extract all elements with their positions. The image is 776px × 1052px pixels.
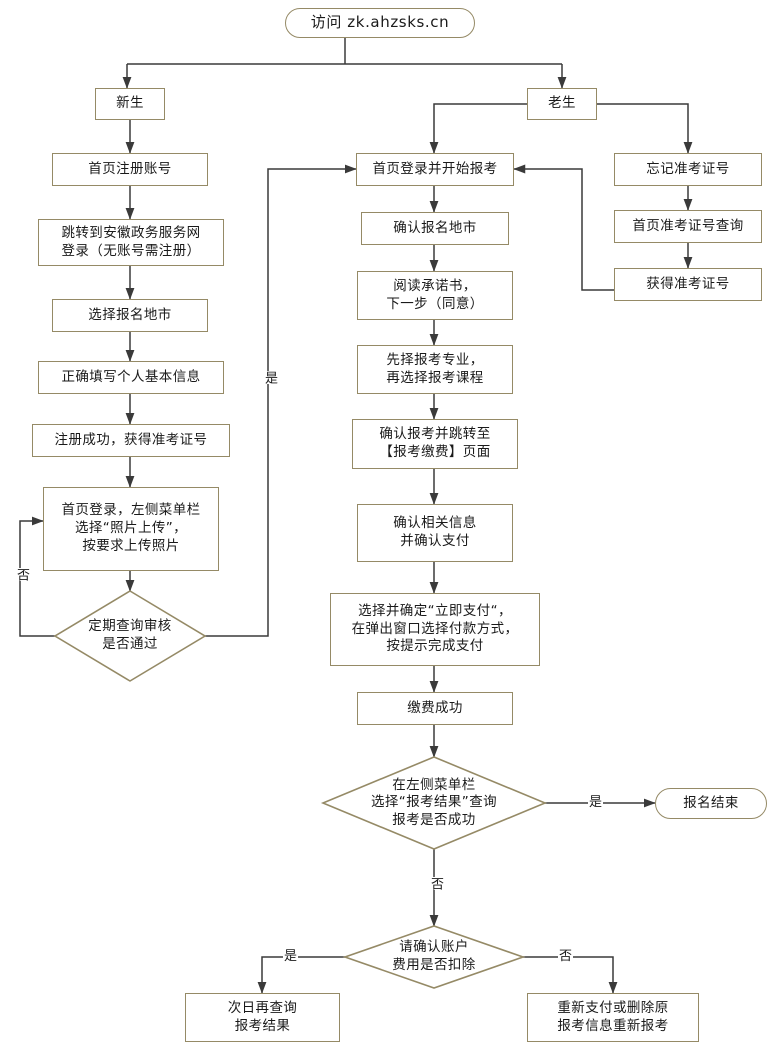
node-register-account[interactable]: 首页注册账号	[52, 153, 208, 186]
node-query-next-day[interactable]: 次日再查询 报考结果	[185, 993, 340, 1042]
node-got-ticket-label: 获得准考证号	[646, 275, 730, 292]
node-register-account-label: 首页注册账号	[88, 160, 172, 177]
node-confirm-city[interactable]: 确认报名地市	[361, 212, 509, 245]
node-immediate-payment[interactable]: 选择并确定“立即支付“， 在弹出窗口选择付款方式， 按提示完成支付	[330, 593, 540, 666]
node-old-student-label: 老生	[548, 95, 576, 112]
node-confirm-city-label: 确认报名地市	[393, 219, 477, 236]
node-forgot-ticket[interactable]: 忘记准考证号	[614, 153, 762, 186]
node-deduct-decision[interactable]: 请确认账户 费用是否扣除	[345, 926, 523, 988]
node-select-major-course-label: 先择报考专业， 再选择报考课程	[386, 351, 484, 386]
edge-label-audit-yes: 是	[262, 371, 277, 384]
edge-label-audit-no: 否	[14, 568, 29, 581]
edge-label-deduct-no: 否	[558, 949, 574, 964]
node-forgot-ticket-label: 忘记准考证号	[646, 160, 730, 177]
node-payment-success-label: 缴费成功	[407, 699, 463, 716]
node-select-city-label: 选择报名地市	[88, 306, 172, 323]
decision-deduct-shape	[342, 925, 526, 989]
node-login-start-apply-label: 首页登录并开始报考	[372, 160, 498, 177]
node-result-decision-label: 在左侧菜单栏 选择“报考结果”查询 报考是否成功	[371, 776, 497, 828]
decision-audit-shape	[53, 590, 207, 682]
node-repay-or-delete-label: 重新支付或删除原 报考信息重新报考	[557, 999, 669, 1034]
node-new-student[interactable]: 新生	[95, 88, 165, 120]
node-upload-photo[interactable]: 首页登录，左侧菜单栏 选择“照片上传”， 按要求上传照片	[43, 487, 219, 571]
node-confirm-info-pay[interactable]: 确认相关信息 并确认支付	[357, 504, 513, 562]
node-read-commitment[interactable]: 阅读承诺书， 下一步（同意）	[357, 271, 513, 320]
node-jump-government-site[interactable]: 跳转到安徽政务服务网 登录（无账号需注册）	[38, 219, 224, 266]
node-confirm-info-pay-label: 确认相关信息 并确认支付	[393, 515, 477, 549]
node-query-next-day-label: 次日再查询 报考结果	[227, 999, 298, 1034]
node-end[interactable]: 报名结束	[655, 788, 767, 819]
node-query-ticket-label: 首页准考证号查询	[632, 217, 744, 234]
node-read-commitment-label: 阅读承诺书， 下一步（同意）	[386, 277, 484, 312]
node-immediate-payment-label: 选择并确定“立即支付“， 在弹出窗口选择付款方式， 按提示完成支付	[351, 602, 519, 655]
node-fill-personal-info[interactable]: 正确填写个人基本信息	[38, 361, 224, 394]
node-register-success-label: 注册成功，获得准考证号	[54, 431, 208, 448]
node-deduct-decision-label: 请确认账户 费用是否扣除	[392, 939, 476, 973]
edge-label-result-no: 否	[428, 877, 443, 890]
node-query-ticket[interactable]: 首页准考证号查询	[614, 210, 762, 243]
node-register-success[interactable]: 注册成功，获得准考证号	[32, 424, 230, 457]
node-upload-photo-label: 首页登录，左侧菜单栏 选择“照片上传”， 按要求上传照片	[61, 502, 201, 554]
edge-label-result-yes: 是	[588, 795, 604, 810]
node-start[interactable]: 访问 zk.ahzsks.cn	[285, 8, 475, 38]
node-start-label: 访问 zk.ahzsks.cn	[310, 13, 450, 32]
node-select-major-course[interactable]: 先择报考专业， 再选择报考课程	[357, 345, 513, 394]
node-audit-decision-label: 定期查询审核 是否通过	[88, 618, 172, 652]
node-result-decision[interactable]: 在左侧菜单栏 选择“报考结果”查询 报考是否成功	[323, 757, 545, 849]
node-got-ticket[interactable]: 获得准考证号	[614, 268, 762, 301]
node-confirm-jump-payment-label: 确认报考并跳转至 【报考缴费】页面	[379, 426, 491, 460]
decision-result-shape	[320, 756, 548, 850]
node-confirm-jump-payment[interactable]: 确认报考并跳转至 【报考缴费】页面	[352, 419, 518, 469]
node-payment-success[interactable]: 缴费成功	[357, 692, 513, 725]
edge-label-deduct-yes: 是	[283, 949, 299, 964]
node-audit-decision[interactable]: 定期查询审核 是否通过	[55, 591, 205, 681]
node-end-label: 报名结束	[683, 794, 739, 811]
node-old-student[interactable]: 老生	[527, 88, 597, 120]
node-repay-or-delete[interactable]: 重新支付或删除原 报考信息重新报考	[527, 993, 699, 1042]
node-new-student-label: 新生	[116, 95, 144, 112]
node-select-city[interactable]: 选择报名地市	[52, 299, 208, 332]
node-fill-personal-info-label: 正确填写个人基本信息	[61, 368, 201, 385]
node-login-start-apply[interactable]: 首页登录并开始报考	[356, 153, 514, 186]
node-jump-government-site-label: 跳转到安徽政务服务网 登录（无账号需注册）	[61, 224, 201, 259]
